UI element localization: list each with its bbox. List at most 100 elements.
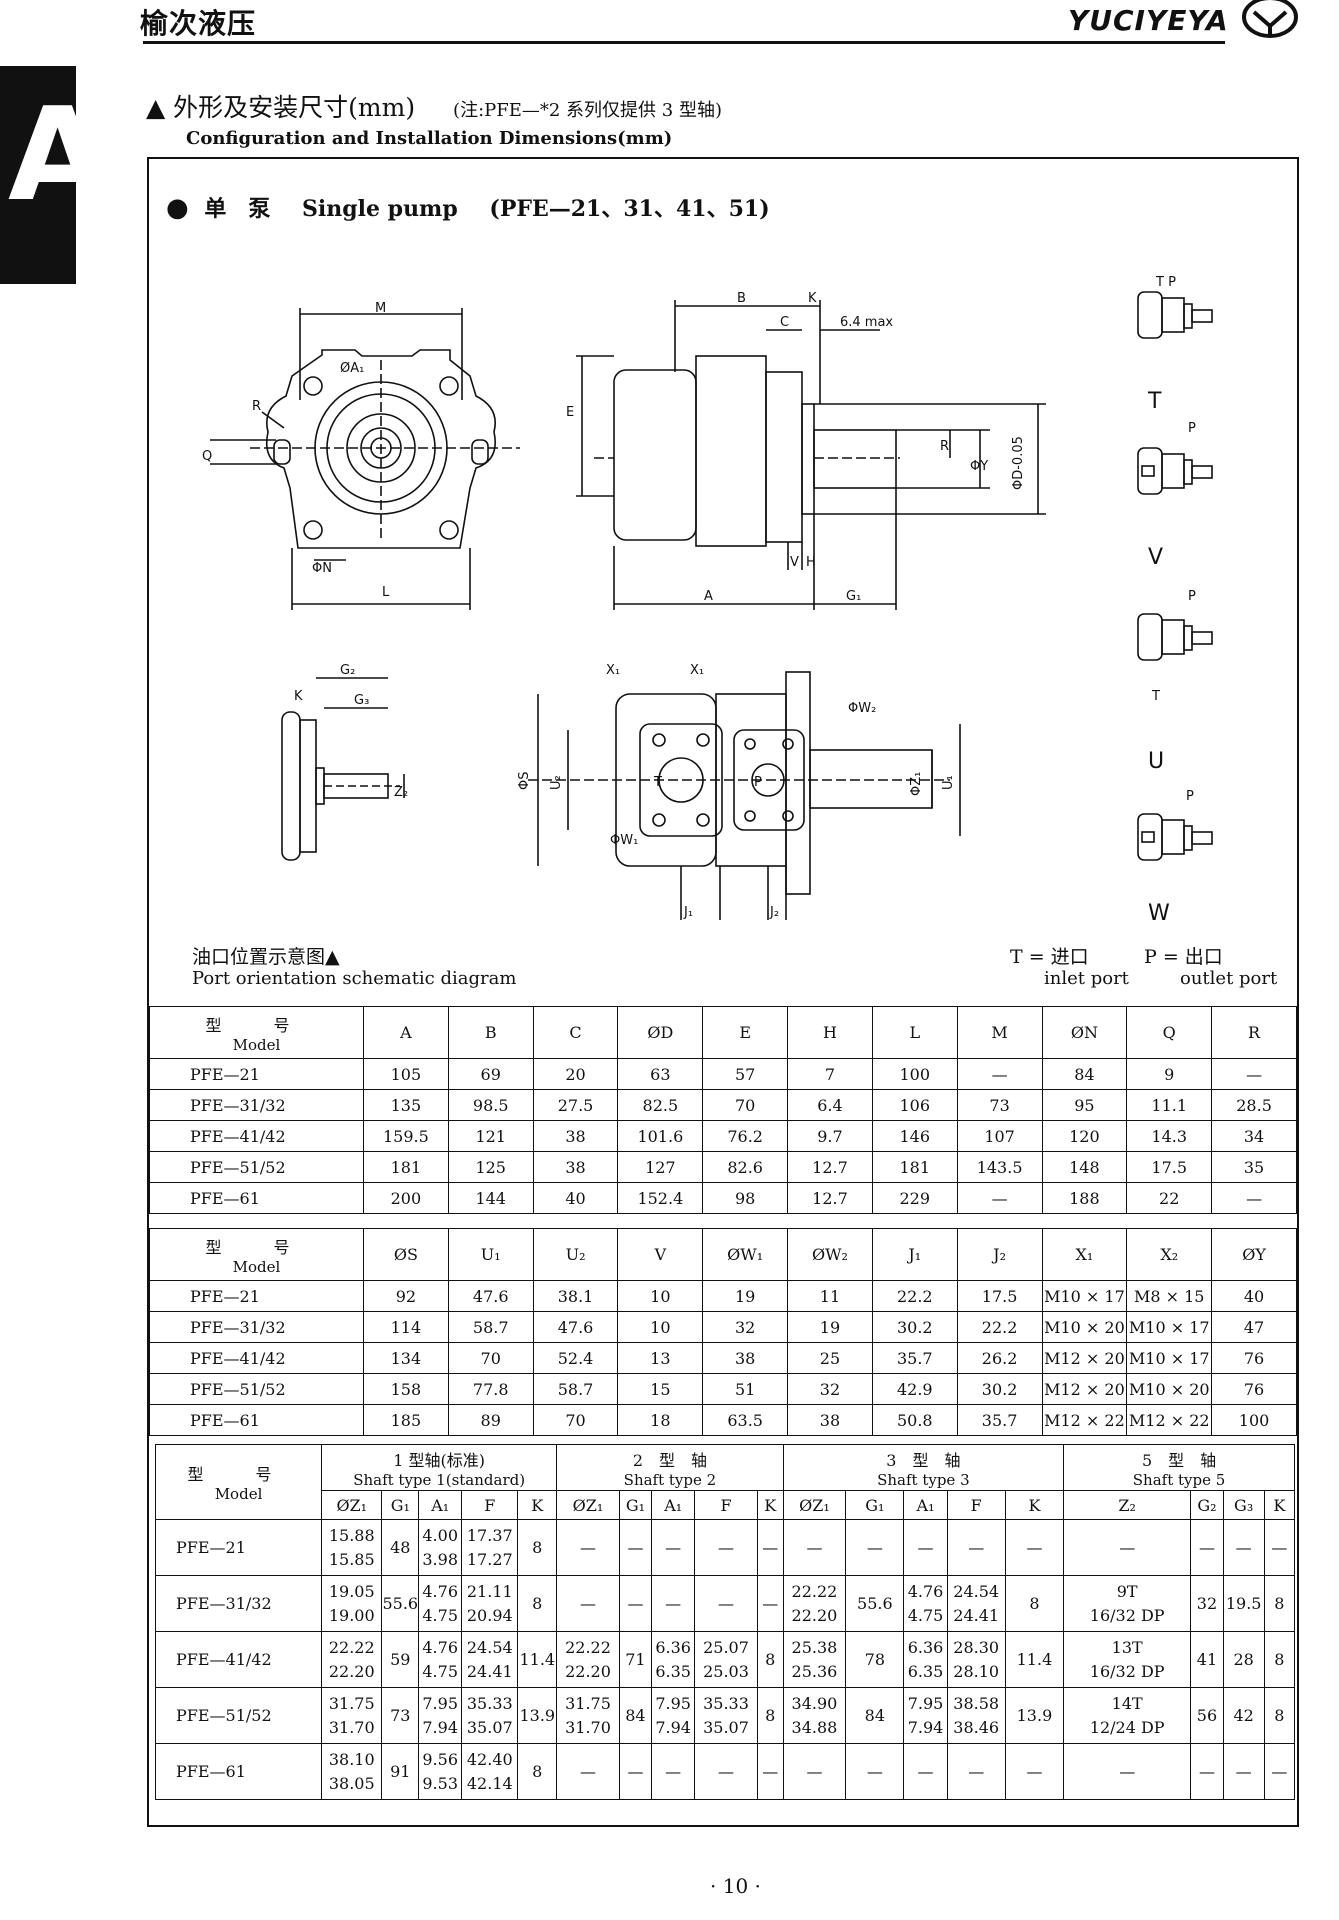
- dim-G3: G₃: [354, 693, 369, 708]
- sub-header: G₁: [381, 1490, 420, 1520]
- dim-A1: ØA₁: [340, 361, 364, 376]
- col-header: V: [617, 1228, 704, 1281]
- bullet-icon: ●: [166, 193, 189, 223]
- table-cell: 19: [787, 1311, 873, 1343]
- table-cell: —: [618, 1743, 653, 1800]
- group-header: 1 型轴(标准) Shaft type 1(standard): [321, 1444, 558, 1491]
- table-cell: 185: [363, 1404, 449, 1436]
- dim-K-shaft: K: [294, 689, 303, 704]
- sub-header: K: [756, 1490, 784, 1520]
- dim-U2: U₂: [549, 775, 564, 790]
- table-cell: 38.58 38.46: [946, 1687, 1006, 1744]
- sub-header: ØZ₁: [782, 1490, 847, 1520]
- table-cell: 107: [956, 1120, 1043, 1152]
- model-cell: PFE—61: [154, 1743, 323, 1800]
- table-cell: 76: [1211, 1373, 1297, 1405]
- brand-logo-icon: [1242, 0, 1298, 38]
- col-header: A: [363, 1006, 449, 1059]
- table-cell: 100: [871, 1058, 958, 1090]
- sub-header: F: [461, 1490, 519, 1520]
- table-cell: 35.7: [956, 1404, 1043, 1436]
- dim-R: R: [252, 399, 261, 414]
- model-cell: PFE—31/32: [149, 1311, 364, 1343]
- col-header: ØN: [1041, 1006, 1128, 1059]
- sub-header: A₁: [651, 1490, 696, 1520]
- table-cell: —: [556, 1519, 620, 1576]
- table-cell: —: [946, 1743, 1006, 1800]
- table-cell: 38: [532, 1151, 619, 1183]
- table-cell: 82.6: [702, 1151, 789, 1183]
- table-cell: 63.5: [702, 1404, 789, 1436]
- page-number: · 10 ·: [710, 1874, 761, 1898]
- sub-header: Z₂: [1063, 1490, 1192, 1520]
- table-cell: 8: [756, 1687, 784, 1744]
- col-header: J₁: [871, 1228, 958, 1281]
- table-cell: —: [845, 1743, 905, 1800]
- table-cell: 9T 16/32 DP: [1063, 1575, 1192, 1632]
- port-diagram-cn: 油口位置示意图▲: [192, 946, 340, 968]
- table-cell: 25.07 25.03: [694, 1631, 758, 1688]
- mini-TP: T P: [1155, 275, 1176, 290]
- table-cell: 55.6: [381, 1575, 420, 1632]
- table-cell: 34: [1211, 1120, 1297, 1152]
- table-cell: 35: [1211, 1151, 1297, 1183]
- model-cell: PFE—21: [154, 1519, 323, 1576]
- table-cell: —: [1004, 1743, 1065, 1800]
- table-cell: 34.90 34.88: [782, 1687, 847, 1744]
- table-cell: 26.2: [956, 1342, 1043, 1374]
- table-cell: 31.75 31.70: [556, 1687, 620, 1744]
- model-cell: PFE—51/52: [149, 1373, 364, 1405]
- model-header-cn: 型 号: [205, 1015, 308, 1035]
- table-cell: 22.22 22.20: [782, 1575, 847, 1632]
- table-cell: 89: [447, 1404, 534, 1436]
- shaft5-view: G₂ G₃ K Z₂: [281, 663, 408, 861]
- table-cell: 32: [702, 1311, 789, 1343]
- table-cell: 84: [845, 1687, 905, 1744]
- table-cell: 19: [702, 1280, 789, 1312]
- group-header-cn: 5 型 轴: [1141, 1450, 1217, 1470]
- group-header-en: Shaft type 1(standard): [353, 1470, 526, 1489]
- table-cell: 51: [702, 1373, 789, 1405]
- table-cell: 22.2: [871, 1280, 958, 1312]
- table-cell: —: [1211, 1182, 1297, 1214]
- dim-W2: ΦW₂: [848, 701, 876, 716]
- table-cell: 114: [363, 1311, 449, 1343]
- table-cell: 58.7: [532, 1373, 619, 1405]
- dim-G1: G₁: [846, 589, 861, 604]
- table-cell: 52.4: [532, 1342, 619, 1374]
- col-header: R: [1211, 1006, 1297, 1059]
- table-cell: 4.76 4.75: [418, 1575, 463, 1632]
- table-cell: —: [1211, 1058, 1297, 1090]
- table-cell: 134: [363, 1342, 449, 1374]
- table-cell: 143.5: [956, 1151, 1043, 1183]
- table-cell: —: [903, 1743, 948, 1800]
- port-label-U: U: [1148, 749, 1164, 774]
- table-cell: 22.22 22.20: [321, 1631, 383, 1688]
- table-cell: 4.76 4.75: [903, 1575, 948, 1632]
- table-cell: 188: [1041, 1182, 1128, 1214]
- table-cell: 8: [1263, 1631, 1296, 1688]
- group-header-cn: 3 型 轴: [886, 1450, 961, 1470]
- group-header: 5 型 轴 Shaft type 5: [1063, 1444, 1295, 1491]
- table-cell: 76.2: [702, 1120, 789, 1152]
- table-cell: 7.95 7.94: [651, 1687, 696, 1744]
- group-header: 2 型 轴 Shaft type 2: [556, 1444, 784, 1491]
- table-cell: —: [903, 1519, 948, 1576]
- mini-P2: P: [1188, 589, 1196, 604]
- table-cell: 159.5: [363, 1120, 449, 1152]
- table-cell: —: [694, 1519, 758, 1576]
- table-cell: 105: [363, 1058, 449, 1090]
- legend-outlet: P = 出口: [1144, 946, 1223, 968]
- table-cell: 101.6: [617, 1120, 704, 1152]
- col-header: M: [956, 1006, 1043, 1059]
- front-view: M Q R ØA₁ ΦN L: [202, 301, 520, 610]
- sub-header: G₃: [1222, 1490, 1265, 1520]
- table-cell: —: [756, 1743, 784, 1800]
- table-cell: 57: [702, 1058, 789, 1090]
- table-cell: —: [694, 1743, 758, 1800]
- table-cell: 13T 16/32 DP: [1063, 1631, 1192, 1688]
- table-cell: M12 × 20: [1041, 1342, 1128, 1374]
